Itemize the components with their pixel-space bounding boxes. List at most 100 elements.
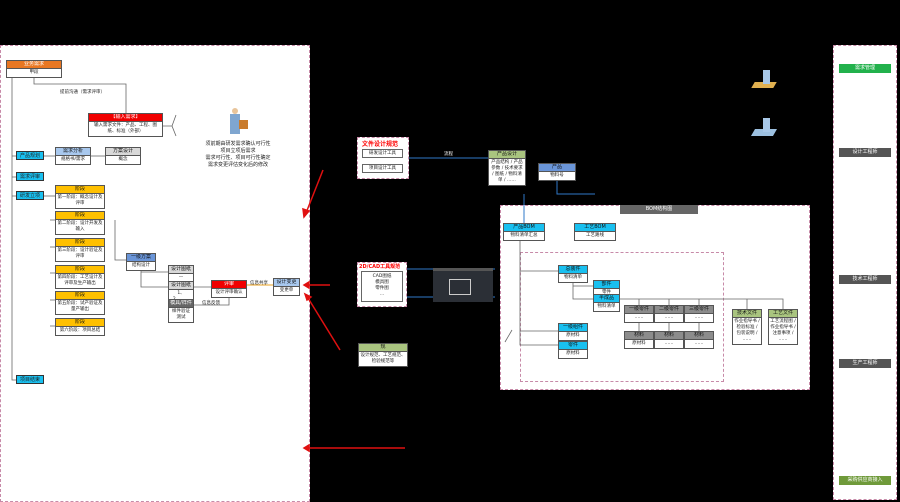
note-line: 需求变更评估变化后的修改 <box>207 162 268 168</box>
box-body: 作业指导书 / 检验标准 / 包装说明 / …… <box>734 319 760 342</box>
box-body: 第四阶段：工艺设计及评审及生产输出 <box>57 275 103 286</box>
person-note: 须前期由研发需求确认可行性 项目立项后需求 需求可行性、项目可行性确定 需求变更… <box>198 141 278 169</box>
box-header: 二级零件 <box>655 306 683 314</box>
box-product[interactable]: 产品物料号 <box>538 163 576 181</box>
flow-label: 流程 <box>444 152 453 157</box>
box-sample[interactable]: 模具/样件样件验证测试 <box>168 299 194 323</box>
box-body: 第一阶段：概念设计及评审 <box>57 195 103 206</box>
cad-item: CAD图纸 <box>372 274 392 279</box>
box-mat2[interactable]: 材料…… <box>654 331 684 349</box>
box-body: 物料清单 <box>564 275 582 280</box>
tag-review[interactable]: 需求评审 <box>16 172 44 181</box>
box-header: 产品 <box>539 164 575 172</box>
box-business-req[interactable]: 业务需求甲段 <box>6 60 62 78</box>
box-body: …… <box>694 341 704 346</box>
box-stage6[interactable]: 阶段第六阶段：项目总结 <box>55 318 105 336</box>
person-icon-1 <box>751 70 777 90</box>
box-header: 材料 <box>655 332 683 340</box>
cad-item: … <box>379 292 385 297</box>
box-mat3[interactable]: 材料…… <box>684 331 714 349</box>
box-proc-doc[interactable]: 工艺文件工艺流程图 / 作业指导书 / 注意事项 / …… <box>768 309 798 345</box>
box-stage1[interactable]: 阶段第一阶段：概念设计及评审 <box>55 185 105 209</box>
box-header: 一级组件 <box>559 324 587 332</box>
review-note: 提前沟通（需求评审） <box>60 90 105 95</box>
box-header: 工艺BOM <box>575 224 615 232</box>
box-input-req[interactable]: 【输入需求】输入需求文件：产品、工程、图纸、标准（外部） <box>88 113 163 137</box>
box-level1[interactable]: 一级方案结构设计 <box>126 253 156 271</box>
box-header: 阶段 <box>56 319 104 327</box>
box-header: 设计变更 <box>274 279 299 287</box>
box-header: 【输入需求】 <box>89 114 162 122</box>
box-part-l2[interactable]: 二级零件…… <box>654 305 684 323</box>
box-design-review[interactable]: 评审设计评审确认 <box>211 280 247 298</box>
box-tech-doc[interactable]: 技术文件作业指导书 / 检验标准 / 包装说明 / …… <box>732 309 762 345</box>
bom-title: BOM结构图 <box>620 205 698 214</box>
box-body: 原材料 <box>632 341 646 346</box>
cad-item: 零件图 <box>375 286 389 291</box>
box-stage4[interactable]: 阶段第四阶段：工艺设计及评审及生产输出 <box>55 265 105 289</box>
bom-panel <box>500 205 810 390</box>
box-part[interactable]: 零件原材料 <box>558 341 588 359</box>
box-body: 第六阶段：项目总结 <box>59 328 101 333</box>
role-demand[interactable]: 需求管理 <box>839 64 891 73</box>
note-line: 项目立项后需求 <box>220 148 256 154</box>
box-body: 工艺路线 <box>586 233 604 238</box>
box-product-design[interactable]: 产品设计产品结构 / 产品参数 / 技术要求 / 图纸 / 物料清单 / …… <box>488 150 526 186</box>
box-header: 模具/样件 <box>169 300 193 308</box>
box-header: 三级零件 <box>685 306 713 314</box>
box-body: 样件验证测试 <box>172 309 190 320</box>
box-header: 部件 <box>594 281 619 289</box>
role-tech-engineer[interactable]: 技术工程师 <box>839 275 891 284</box>
box-header: 设计图纸 <box>169 266 193 274</box>
box-header: 总装件 <box>559 266 587 274</box>
box-body: 规格书/需求 <box>60 157 86 162</box>
box-header: 业务需求 <box>7 61 61 69</box>
box-header: 设计图纸 <box>169 282 193 290</box>
doc-tool-1: 研发设计工具 <box>362 149 403 158</box>
box-header: 评审 <box>212 281 246 289</box>
box-part-l3[interactable]: 三级零件…… <box>684 305 714 323</box>
box-stage2[interactable]: 阶段第二阶段：设计开发及输入 <box>55 211 105 235</box>
box-body: 输入需求文件：产品、工程、图纸、标准（外部） <box>94 123 157 134</box>
person-icon <box>228 108 248 136</box>
box-stage5[interactable]: 阶段第五阶段：试产验证及量产输出 <box>55 291 105 315</box>
box-header: 材料 <box>625 332 653 340</box>
box-semi[interactable]: 半成品物料清单 <box>593 294 620 312</box>
person-icon-2 <box>750 118 778 138</box>
box-stage3[interactable]: 阶段第三阶段：设计验证及评审 <box>55 238 105 262</box>
tag-project[interactable]: 研发立项 <box>16 191 44 200</box>
box-body: …… <box>694 315 704 320</box>
note-line: 需求可行性、项目可行性确定 <box>205 155 271 161</box>
box-body: 设计规范、工艺规范、检验规范等 <box>360 353 406 364</box>
note-line: 须前期由研发需求确认可行性 <box>205 141 271 147</box>
role-production-engineer[interactable]: 生产工程师 <box>839 359 891 368</box>
box-body: …… <box>664 315 674 320</box>
share-label: 信息共享 <box>250 281 268 286</box>
box-sub1[interactable]: 一级组件原材料 <box>558 323 588 341</box>
box-standard[interactable]: 规设计规范、工艺规范、检验规范等 <box>358 343 408 367</box>
tag-plan[interactable]: 产品规划 <box>16 151 44 160</box>
box-design-change[interactable]: 设计变更变更单 <box>273 278 300 296</box>
box-body: 第二阶段：设计开发及输入 <box>57 221 103 232</box>
role-design-engineer[interactable]: 设计工程师 <box>839 148 891 157</box>
box-header: 技术文件 <box>733 310 761 318</box>
box-part-l1[interactable]: 一级零件…… <box>624 305 654 323</box>
box-header: 工艺文件 <box>769 310 797 318</box>
box-mat1[interactable]: 材料原材料 <box>624 331 654 349</box>
box-body: 原材料 <box>566 333 580 338</box>
role-supplier[interactable]: 采购供应商接入 <box>839 476 891 485</box>
box-header: 零件 <box>559 342 587 350</box>
box-body: 设计评审确认 <box>215 290 243 295</box>
box-body: 第三阶段：设计验证及评审 <box>57 248 103 259</box>
box-scheme[interactable]: 方案设计概念 <box>105 147 141 165</box>
box-req-analysis[interactable]: 需求分析规格书/需求 <box>55 147 91 165</box>
roles-panel <box>833 45 897 500</box>
box-assembly[interactable]: 总装件物料清单 <box>558 265 588 283</box>
box-body: …… <box>634 315 644 320</box>
box-header: 规 <box>359 344 407 352</box>
box-body: 物料号 <box>550 173 564 178</box>
tag-end[interactable]: 项目结束 <box>16 375 44 384</box>
doc-tool-2: 项目设计工具 <box>362 164 403 173</box>
